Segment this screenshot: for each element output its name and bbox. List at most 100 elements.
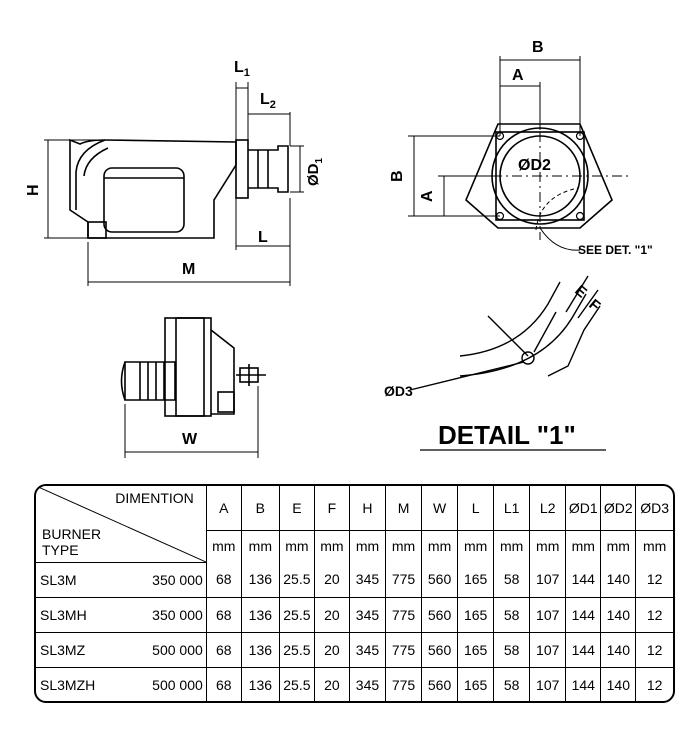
unit-row: mm mm mm mm mm mm mm mm mm mm mm mm mm	[36, 529, 673, 562]
col-header: W	[421, 486, 459, 531]
value-cell: 20	[313, 562, 350, 598]
value-cell: 20	[313, 596, 350, 633]
value-cell: 68	[205, 666, 242, 701]
col-header: L1	[493, 486, 531, 531]
value-cell: 58	[493, 631, 531, 668]
col-header: L	[457, 486, 495, 531]
unit-cell: mm	[565, 529, 602, 562]
value-cell: 165	[457, 666, 495, 701]
value-cell: 345	[348, 631, 387, 668]
label-A-side: A	[419, 190, 436, 202]
value-cell: 68	[205, 596, 242, 633]
value-cell: 12	[635, 666, 673, 701]
detail-1-title: DETAIL "1"	[438, 420, 576, 450]
value-cell: 58	[493, 562, 531, 598]
col-header: H	[348, 486, 387, 531]
value-cell: 560	[421, 631, 459, 668]
col-header: M	[384, 486, 423, 531]
burner-model: SL3MZ	[40, 641, 86, 658]
value-cell: 58	[493, 666, 531, 701]
burner-model: SL3MH	[40, 606, 87, 623]
value-cell: 136	[240, 596, 280, 633]
unit-cell: mm	[457, 529, 495, 562]
label-D1: ØD1	[305, 158, 325, 187]
value-cell: 775	[384, 631, 423, 668]
unit-cell: mm	[313, 529, 350, 562]
value-cell: 144	[565, 666, 602, 701]
value-cell: 12	[635, 596, 673, 633]
value-cell: 140	[600, 666, 637, 701]
label-L2: L2	[260, 91, 276, 111]
unit-cell: mm	[529, 529, 567, 562]
burner-type-cell: SL3MH 350 000	[36, 596, 207, 633]
value-cell: 140	[600, 631, 637, 668]
label-F: F	[585, 296, 603, 315]
col-header: B	[240, 486, 280, 531]
value-cell: 20	[313, 666, 350, 701]
label-W: W	[182, 431, 198, 448]
technical-drawing: L1 L2 H ØD1 L M W	[25, 39, 653, 458]
value-cell: 345	[348, 666, 387, 701]
unit-cell: mm	[240, 529, 280, 562]
value-cell: 165	[457, 562, 495, 598]
value-cell: 345	[348, 596, 387, 633]
col-header: F	[313, 486, 350, 531]
value-cell: 25.5	[278, 631, 315, 668]
burner-power: 500 000	[152, 676, 203, 693]
col-header: E	[278, 486, 315, 531]
burner-type-cell: SL3MZH 500 000	[36, 666, 207, 701]
value-cell: 136	[240, 631, 280, 668]
col-header: L2	[529, 486, 567, 531]
corner-diagonal	[36, 486, 206, 562]
col-header: ØD3	[635, 486, 673, 531]
see-detail-note: SEE DET. "1"	[578, 243, 653, 257]
unit-cell: mm	[278, 529, 315, 562]
value-cell: 775	[384, 596, 423, 633]
flange-dimensions	[408, 56, 630, 251]
label-M: M	[182, 261, 195, 278]
value-cell: 165	[457, 596, 495, 633]
value-cell: 68	[205, 562, 242, 598]
col-header: ØD1	[565, 486, 602, 531]
burner-power: 500 000	[152, 641, 203, 658]
burner-model: SL3MZH	[40, 676, 96, 693]
label-D3: ØD3	[384, 383, 413, 399]
value-cell: 25.5	[278, 666, 315, 701]
col-header: ØD2	[600, 486, 637, 531]
burner-model: SL3M	[40, 571, 77, 588]
value-cell: 12	[635, 562, 673, 598]
detail-1-view	[409, 275, 601, 391]
burner-type-cell: SL3MZ 500 000	[36, 631, 207, 668]
col-header: A	[205, 486, 242, 531]
value-cell: 25.5	[278, 562, 315, 598]
value-cell: 12	[635, 631, 673, 668]
label-B-top: B	[532, 39, 544, 56]
unit-cell: mm	[421, 529, 459, 562]
label-D2: ØD2	[518, 157, 551, 174]
unit-cell: mm	[206, 529, 242, 562]
top-view-dimensions	[124, 386, 259, 458]
value-cell: 68	[205, 631, 242, 668]
value-cell: 560	[421, 562, 459, 598]
value-cell: 775	[384, 562, 423, 598]
value-cell: 140	[600, 562, 637, 598]
value-cell: 345	[348, 562, 387, 598]
value-cell: 136	[240, 562, 280, 598]
value-cell: 107	[529, 562, 567, 598]
value-cell: 20	[313, 631, 350, 668]
burner-power: 350 000	[152, 606, 203, 623]
unit-cell: mm	[493, 529, 531, 562]
label-L1: L1	[234, 59, 250, 79]
value-cell: 560	[421, 596, 459, 633]
dimension-header: DIMENTION	[115, 490, 194, 506]
value-cell: 107	[529, 596, 567, 633]
value-cell: 107	[529, 666, 567, 701]
value-cell: 140	[600, 596, 637, 633]
